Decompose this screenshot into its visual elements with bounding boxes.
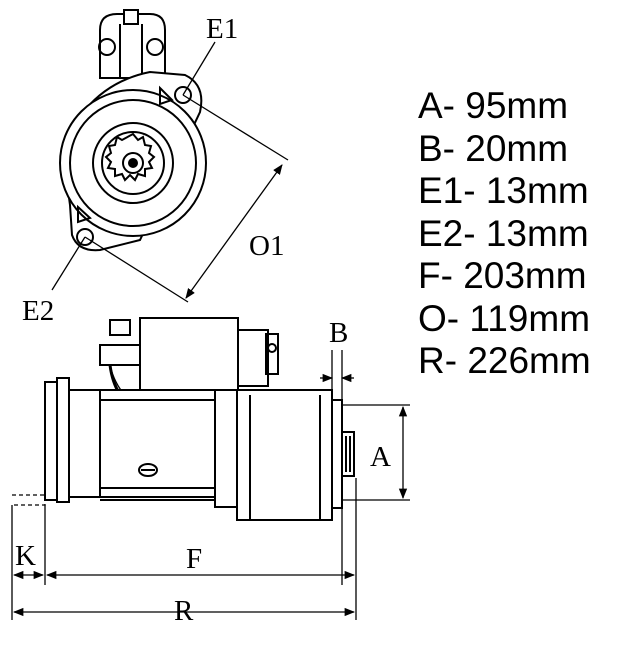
label-o1: O1 bbox=[249, 230, 284, 262]
spec-e1: E1- 13mm bbox=[418, 170, 589, 211]
spec-a: A- 95mm bbox=[418, 85, 569, 126]
label-f: F bbox=[186, 543, 202, 575]
front-dimensions bbox=[51, 41, 289, 303]
front-view bbox=[59, 9, 207, 252]
label-e1: E1 bbox=[206, 13, 238, 45]
label-a: A bbox=[370, 441, 391, 473]
label-r: R bbox=[174, 595, 194, 627]
spec-r: R- 226mm bbox=[418, 340, 591, 381]
spec-e2: E2- 13mm bbox=[418, 212, 589, 254]
label-e2: E2 bbox=[22, 295, 54, 327]
spec-b: B- 20mm bbox=[418, 127, 569, 169]
dimension-spec-list: A- 95mm B- 20mm E1- 13mm E2- 13mm F- 203… bbox=[418, 85, 591, 383]
label-k: K bbox=[15, 540, 36, 572]
spec-f: F- 203mm bbox=[418, 255, 587, 296]
label-b: B bbox=[329, 317, 348, 349]
side-dimensions bbox=[11, 350, 410, 620]
side-view bbox=[12, 317, 355, 521]
spec-o: O- 119mm bbox=[418, 297, 591, 339]
